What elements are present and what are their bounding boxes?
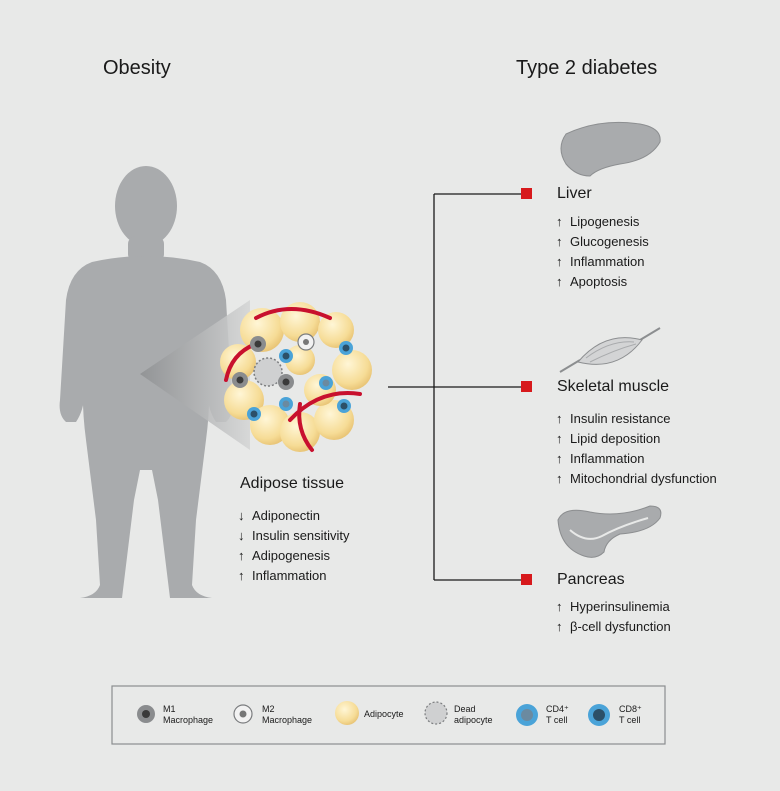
pancreas-marker <box>521 574 532 585</box>
adipose-tissue-cluster-icon <box>220 302 372 452</box>
list-item: ↓Adiponectin <box>238 508 320 523</box>
legend-m1-macrophage-icon <box>137 705 155 723</box>
muscle-marker <box>521 381 532 392</box>
list-item: ↑Lipogenesis <box>556 214 640 229</box>
skeletal-muscle-icon <box>559 327 661 373</box>
obesity-heading: Obesity <box>103 57 171 79</box>
list-item: ↑Adipogenesis <box>238 548 331 563</box>
list-item: ↑Hyperinsulinemia <box>556 599 670 614</box>
pancreas-title: Pancreas <box>557 571 625 588</box>
liver-title: Liver <box>557 185 592 202</box>
list-item: ↑Inflammation <box>556 254 645 269</box>
liver-list: ↑Lipogenesis ↑Glucogenesis ↑Inflammation… <box>556 212 649 292</box>
pancreas-list: ↑Hyperinsulinemia ↑β-cell dysfunction <box>556 597 671 637</box>
legend-cd8-label: CD8⁺T cell <box>619 704 642 725</box>
legend-cd4-label: CD4⁺T cell <box>546 704 569 725</box>
type2-diabetes-heading: Type 2 diabetes <box>516 57 658 79</box>
legend-dead-adipocyte-icon <box>424 701 448 725</box>
adipose-tissue-list: ↓Adiponectin ↓Insulin sensitivity ↑Adipo… <box>238 506 350 586</box>
legend-m2-macrophage-icon <box>233 704 253 724</box>
liver-marker <box>521 188 532 199</box>
list-item: ↑Glucogenesis <box>556 234 649 249</box>
list-item: ↑Apoptosis <box>556 274 628 289</box>
legend-cd8-t-cell-icon <box>588 704 610 726</box>
magnification-beam <box>140 300 250 450</box>
legend-adipocyte-icon <box>335 701 359 725</box>
adipose-tissue-title: Adipose tissue <box>240 475 345 492</box>
list-item: ↑Lipid deposition <box>556 431 661 446</box>
list-item: ↑Insulin resistance <box>556 411 671 426</box>
list-item: ↓Insulin sensitivity <box>238 528 350 543</box>
list-item: ↑Inflammation <box>556 451 645 466</box>
skeletal-muscle-list: ↑Insulin resistance ↑Lipid deposition ↑I… <box>556 409 717 489</box>
connector-lines <box>388 193 521 581</box>
skeletal-muscle-title: Skeletal muscle <box>557 378 670 395</box>
pancreas-icon <box>557 505 662 558</box>
list-item: ↑Inflammation <box>238 568 327 583</box>
list-item: ↑Mitochondrial dysfunction <box>556 471 717 486</box>
list-item: ↑β-cell dysfunction <box>556 619 671 634</box>
legend-box <box>111 685 666 745</box>
legend-adipocyte-label: Adipocyte <box>364 709 404 719</box>
legend-cd4-t-cell-icon <box>516 704 538 726</box>
liver-icon <box>560 121 661 177</box>
